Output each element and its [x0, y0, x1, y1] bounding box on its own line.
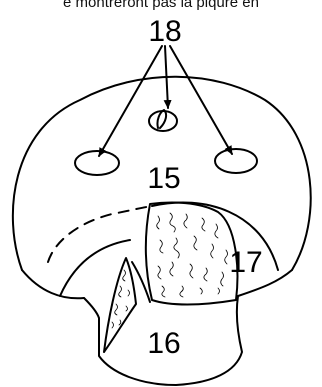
hole-18-center	[149, 111, 177, 131]
wound-17-texture	[157, 213, 228, 297]
wound-16	[104, 258, 136, 352]
cap-inner-contour	[60, 240, 130, 296]
hole-18-right	[215, 149, 257, 173]
cap-underside	[22, 270, 84, 298]
wound-16-texture	[112, 270, 130, 328]
arrow-to-hole-left	[99, 46, 162, 156]
label-18: 18	[148, 15, 181, 48]
label-16: 16	[147, 327, 180, 360]
hole-18-left	[75, 151, 119, 175]
label-17: 17	[229, 246, 262, 279]
label-15: 15	[147, 162, 180, 195]
dashed-cut-line	[48, 206, 152, 262]
arrow-to-hole-right	[170, 46, 232, 154]
hole-18-center-mark	[157, 110, 166, 128]
